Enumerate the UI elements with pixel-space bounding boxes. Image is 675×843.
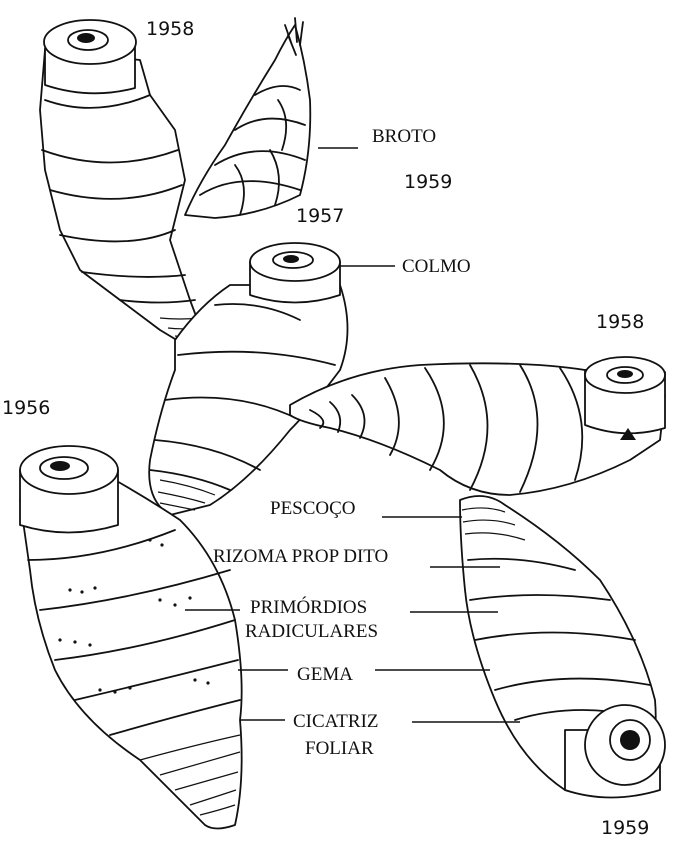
label-primordios-line2: RADICULARES: [245, 621, 378, 642]
year-1957-center: 1957: [296, 205, 344, 227]
label-pescoco: PESCOÇO: [270, 498, 356, 519]
year-1959-bottom: 1959: [601, 817, 649, 839]
shoot-broto: [185, 18, 310, 218]
year-1958-right: 1958: [596, 311, 644, 333]
year-1958-top-left: 1958: [146, 18, 194, 40]
year-1959-mid-right: 1959: [404, 171, 452, 193]
label-primordios-line1: PRIMÓRDIOS: [250, 596, 367, 618]
label-broto: BROTO: [372, 126, 436, 147]
label-cicatriz-line1: CICATRIZ: [293, 711, 379, 732]
label-cicatriz-line2: FOLIAR: [305, 738, 374, 759]
rhizome-1959-bottom: [460, 496, 665, 798]
year-1956-left: 1956: [2, 397, 50, 419]
rhizome-1958-right: [290, 357, 665, 495]
label-colmo: COLMO: [402, 256, 471, 277]
rhizome-1958-top: [40, 20, 205, 345]
label-rizoma: RIZOMA PROP DITO: [213, 546, 388, 567]
label-gema: GEMA: [297, 664, 353, 685]
